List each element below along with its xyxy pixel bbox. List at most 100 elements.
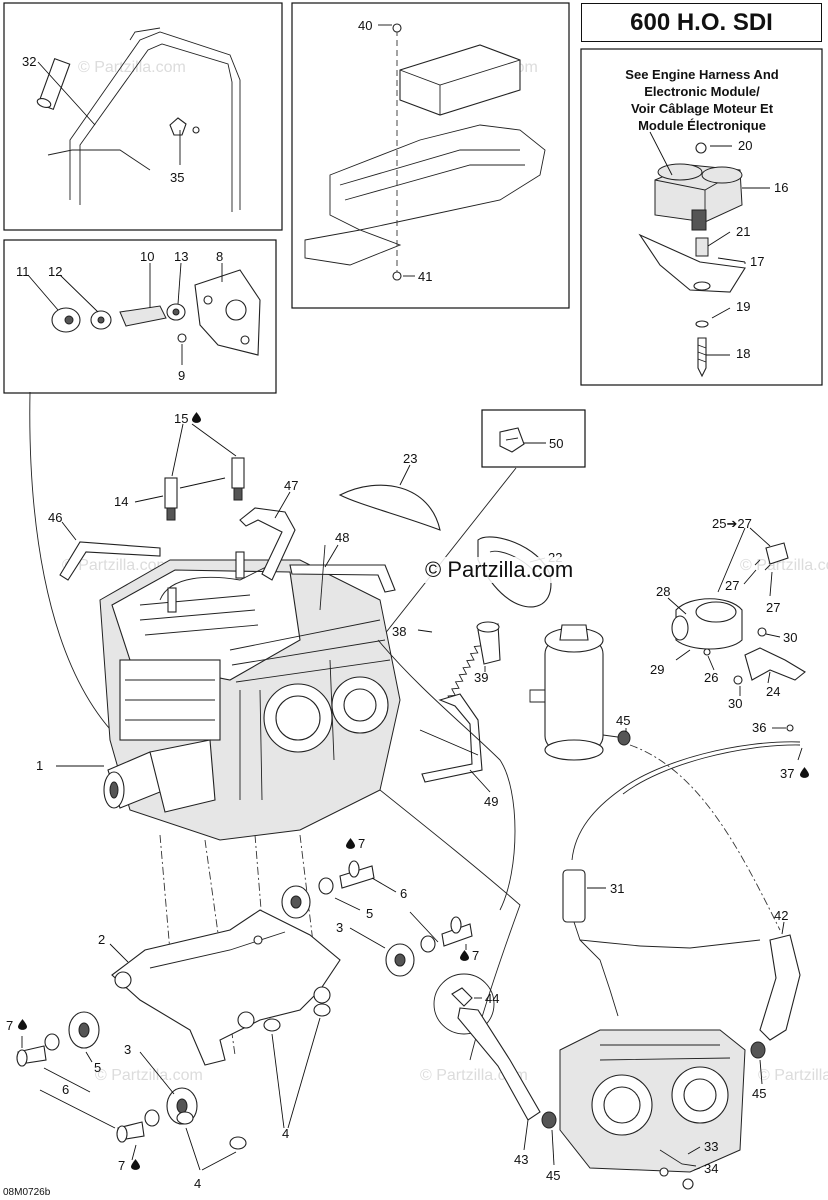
callout-5-b: 5 bbox=[94, 1060, 101, 1075]
engine-drawing bbox=[29, 391, 517, 841]
svg-text:© Partzilla.com: © Partzilla.com bbox=[95, 1067, 203, 1084]
callout-47: 47 bbox=[284, 478, 298, 493]
clip-drawing bbox=[499, 427, 546, 453]
svg-text:© Partzilla.com: © Partzilla.com bbox=[740, 557, 828, 574]
callout-4-b: 4 bbox=[282, 1126, 289, 1141]
svg-text:© Partzilla.com: © Partzilla.com bbox=[62, 557, 170, 574]
engine-mount-bracket-drawing bbox=[109, 909, 341, 1066]
callout-18: 18 bbox=[736, 346, 750, 361]
note-line-1: See Engine Harness And bbox=[625, 67, 779, 82]
callout-20: 20 bbox=[738, 138, 752, 153]
harness-note: See Engine Harness And Electronic Module… bbox=[588, 66, 816, 134]
callout-15: 15 bbox=[174, 411, 188, 426]
callout-4-a: 4 bbox=[194, 1176, 201, 1191]
callout-27-a: 27 bbox=[725, 578, 739, 593]
callout-35: 35 bbox=[170, 170, 184, 185]
callout-7-b: 7 bbox=[472, 948, 479, 963]
sleeve-39-drawing bbox=[476, 621, 501, 672]
callout-49: 49 bbox=[484, 794, 498, 809]
callout-45-c: 45 bbox=[546, 1168, 560, 1183]
callout-19: 19 bbox=[736, 299, 750, 314]
callout-31: 31 bbox=[610, 881, 624, 896]
callout-29: 29 bbox=[650, 662, 664, 677]
callout-40: 40 bbox=[358, 18, 372, 33]
detail-44-drawing bbox=[433, 973, 557, 1166]
callout-21: 21 bbox=[736, 224, 750, 239]
callout-37: 37 bbox=[780, 766, 794, 781]
shield-23-drawing bbox=[338, 464, 441, 531]
callout-30-a: 30 bbox=[783, 630, 797, 645]
diagram-title: 600 H.O. SDI bbox=[630, 8, 773, 36]
electronic-module-drawing bbox=[638, 131, 770, 378]
callout-25-27: 25➔27 bbox=[712, 516, 752, 531]
callout-7-a: 7 bbox=[358, 836, 365, 851]
hose-48-drawing bbox=[289, 544, 396, 611]
callout-10: 10 bbox=[140, 249, 154, 264]
callout-43: 43 bbox=[514, 1152, 528, 1167]
oil-drop-icon bbox=[460, 950, 469, 961]
callout-36: 36 bbox=[752, 720, 766, 735]
callout-7-c: 7 bbox=[6, 1018, 13, 1033]
callout-32: 32 bbox=[22, 54, 36, 69]
solenoid-group-drawing bbox=[667, 527, 806, 696]
callout-48: 48 bbox=[335, 530, 349, 545]
oil-drop-icon bbox=[131, 1159, 140, 1170]
rubber-mount-lower-drawing bbox=[16, 1011, 198, 1161]
callout-7-d: 7 bbox=[118, 1158, 125, 1173]
note-line-2: Electronic Module/ bbox=[644, 84, 760, 99]
callout-2: 2 bbox=[98, 932, 105, 947]
callout-24: 24 bbox=[766, 684, 780, 699]
clamp-45-top-drawing bbox=[617, 728, 631, 746]
inset-mount-plate-box bbox=[3, 239, 277, 394]
callout-6-b: 6 bbox=[62, 1082, 69, 1097]
fuel-filter-drawing bbox=[562, 869, 761, 1017]
callout-12: 12 bbox=[48, 264, 62, 279]
oil-drop-icon bbox=[800, 767, 809, 778]
callout-13: 13 bbox=[174, 249, 188, 264]
note-line-4: Module Électronique bbox=[638, 118, 766, 133]
hose-42-drawing bbox=[759, 921, 801, 1041]
frame-tube-drawing bbox=[36, 27, 241, 212]
callout-27-b: 27 bbox=[766, 600, 780, 615]
oil-drop-icon bbox=[192, 412, 201, 423]
callout-34: 34 bbox=[704, 1161, 718, 1176]
svg-text:© Partzilla.com: © Partzilla.com bbox=[758, 1067, 828, 1084]
carburetor-drawing bbox=[559, 1029, 746, 1190]
module-support-drawing bbox=[304, 23, 546, 281]
callout-30-b: 30 bbox=[728, 696, 742, 711]
oil-tank-drawing bbox=[529, 624, 626, 761]
callout-45-a: 45 bbox=[616, 713, 630, 728]
clamp-45-right-drawing bbox=[750, 1041, 766, 1085]
callout-5-a: 5 bbox=[366, 906, 373, 921]
brand-watermark: © Partzilla.com bbox=[423, 557, 576, 583]
callout-8: 8 bbox=[216, 249, 223, 264]
callout-45-b: 45 bbox=[752, 1086, 766, 1101]
callout-16: 16 bbox=[774, 180, 788, 195]
hose-47-drawing bbox=[239, 491, 296, 581]
hose-46-drawing bbox=[59, 521, 161, 581]
hose-49-drawing bbox=[419, 693, 491, 793]
inset-electronic-module-box bbox=[580, 48, 823, 386]
inset-clip-box bbox=[481, 409, 586, 468]
callout-11: 11 bbox=[16, 264, 30, 279]
inset-module-support-box bbox=[291, 2, 570, 309]
oil-drop-icon bbox=[18, 1019, 27, 1030]
callout-14: 14 bbox=[114, 494, 128, 509]
callout-23: 23 bbox=[403, 451, 417, 466]
callout-41: 41 bbox=[418, 269, 432, 284]
callout-44: 44 bbox=[485, 991, 499, 1006]
callout-46: 46 bbox=[48, 510, 62, 525]
callout-26: 26 bbox=[704, 670, 718, 685]
callout-9: 9 bbox=[178, 368, 185, 383]
spring-drawing bbox=[417, 629, 482, 703]
callout-42: 42 bbox=[774, 908, 788, 923]
callout-3-b: 3 bbox=[124, 1042, 131, 1057]
callout-3-a: 3 bbox=[336, 920, 343, 935]
callout-6-a: 6 bbox=[400, 886, 407, 901]
callout-38: 38 bbox=[392, 624, 406, 639]
callout-1: 1 bbox=[36, 758, 43, 773]
oil-drop-icon bbox=[346, 838, 355, 849]
title-box: 600 H.O. SDI bbox=[581, 3, 822, 42]
cable-36-37-drawing bbox=[571, 724, 803, 861]
